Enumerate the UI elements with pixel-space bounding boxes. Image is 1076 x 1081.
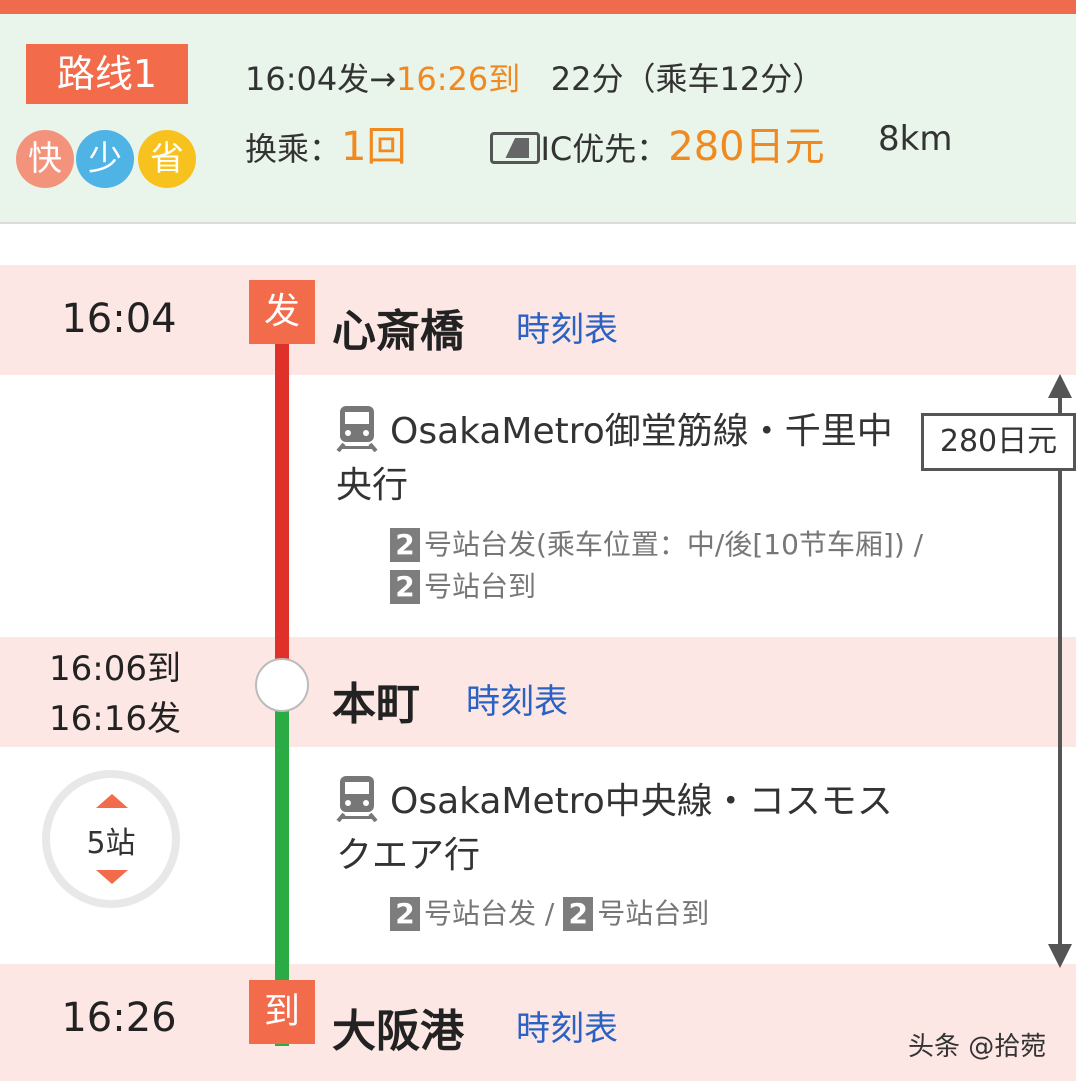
destination-station-name[interactable]: 大阪港 [332,1006,464,1057]
transfer-label: 换乘： [245,130,342,168]
arrive-mark: 到 [249,980,315,1044]
line-segment-chuo [275,700,289,1046]
platform-text: 号站台到 [424,570,537,603]
station-row-transfer [0,637,1076,747]
arrive-time: 16:26到 [396,60,521,98]
transfer-arrive-time: 16:06到 [49,649,181,689]
fare-range-line [1058,392,1062,948]
watermark: 头条 @拾菀 [908,1032,1047,1062]
ic-card-icon [490,132,541,164]
duration: 22分（乘车12分） [550,60,825,98]
origin-timetable-link[interactable]: 時刻表 [516,310,618,350]
stops-count: 5站 [86,826,136,861]
platform-number-badge: 2 [390,528,420,562]
platform-text: 号站台发 / [424,897,564,930]
station-row-origin [0,265,1076,375]
distance: 8km [878,119,953,159]
transfer-station-name[interactable]: 本町 [332,679,420,730]
arrow-up-icon [1048,374,1072,398]
transfer-times: 16:06到 16:16发 [0,644,230,744]
platform-text: 号站台到 [597,897,710,930]
platform-text: 号站台发(乘车位置：中/後[10节车厢]) / [424,528,924,561]
ic-label: IC优先： [540,130,669,168]
summary-times: 16:04发→16:26到 22分（乘车12分） [245,54,824,100]
platform-number-badge: 2 [390,897,420,931]
depart-time: 16:04发→ [245,60,397,98]
few-transfers-badge: 少 [76,130,134,188]
top-accent-stripe [0,0,1076,14]
expand-down-icon [96,870,128,884]
platform-number-badge: 2 [390,570,420,604]
route-summary-card[interactable]: 路线1 快 少 省 16:04发→16:26到 22分（乘车12分） 换乘：1回… [0,14,1076,224]
leg-2-line-name[interactable]: OsakaMetro中央線・コスモスクエア行 [336,781,893,876]
summary-details: 换乘：1回 IC优先：280日元 [245,114,825,172]
destination-timetable-link[interactable]: 時刻表 [516,1009,618,1049]
arrow-down-icon [1048,944,1072,968]
transfer-station-marker [255,658,309,712]
cheap-badge: 省 [138,130,196,188]
transfer-timetable-link[interactable]: 時刻表 [466,682,568,722]
station-row-destination [0,964,1076,1081]
fare-box: 280日元 [921,413,1076,471]
destination-time: 16:26 [61,995,177,1041]
train-icon [336,776,378,822]
train-icon [336,406,378,452]
fare-amount: 280日元 [668,124,825,170]
fast-badge: 快 [16,130,74,188]
origin-time: 16:04 [61,296,177,342]
origin-station-name[interactable]: 心斎橋 [332,306,464,357]
line-segment-midosuji [275,340,289,660]
depart-mark: 发 [249,280,315,344]
stops-count-toggle[interactable] [42,770,180,908]
transfer-count: 1回 [341,124,407,170]
transfer-depart-time: 16:16发 [49,699,181,739]
route-label: 路线1 [26,44,188,104]
leg-1-line-name[interactable]: OsakaMetro御堂筋線・千里中央行 [336,411,893,506]
platform-number-badge: 2 [563,897,594,931]
expand-up-icon [96,794,128,808]
